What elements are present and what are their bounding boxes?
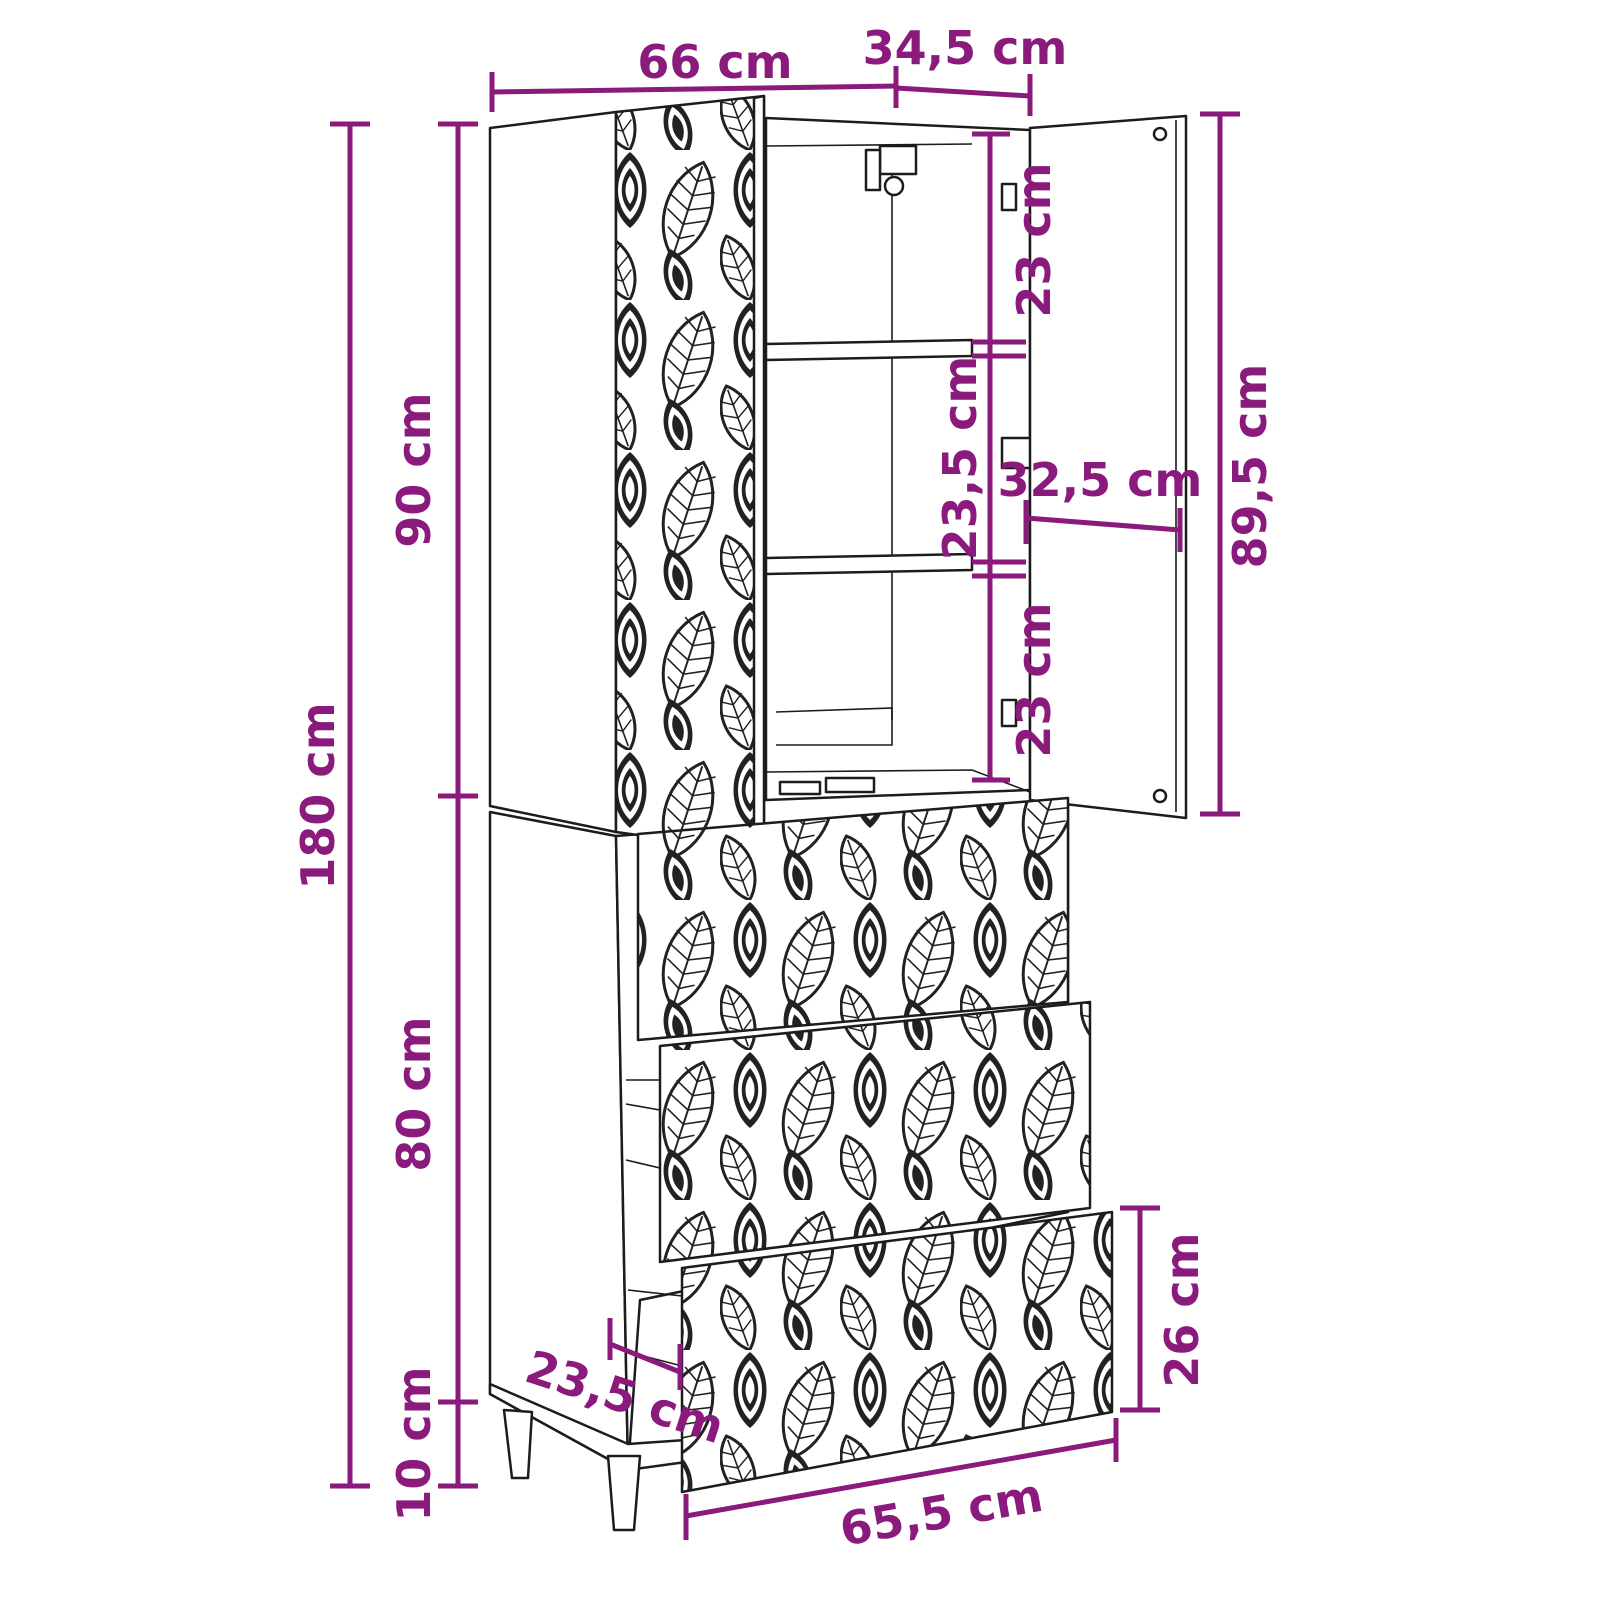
drawer-middle <box>658 1000 1092 1264</box>
label-total-width: 66 cm <box>637 35 792 89</box>
label-drawer-height: 26 cm <box>1155 1232 1209 1387</box>
label-total-height: 180 cm <box>291 702 345 889</box>
label-shelf-top: 23 cm <box>1007 162 1061 317</box>
door-right-open <box>1028 114 1188 820</box>
label-leg-height: 10 cm <box>387 1366 441 1521</box>
leg-front <box>606 1454 642 1532</box>
shelf-pin-icon <box>778 780 822 796</box>
label-door-height: 89,5 cm <box>1223 364 1277 569</box>
label-shelf-middle: 23,5 cm <box>933 356 987 561</box>
left-side-panel-upper <box>488 110 618 834</box>
label-door-width: 32,5 cm <box>998 453 1203 507</box>
hinge-icon <box>864 144 918 197</box>
label-lower-height: 80 cm <box>387 1016 441 1171</box>
label-front-width: 65,5 cm <box>836 1468 1047 1557</box>
drawer-bottom <box>680 1210 1114 1494</box>
door-left-leaf <box>614 94 766 854</box>
dimension-lines <box>330 66 1240 1540</box>
leg-back <box>502 1408 534 1480</box>
label-shelf-bottom: 23 cm <box>1007 602 1061 757</box>
shelf-middle <box>764 552 974 576</box>
label-depth: 34,5 cm <box>863 21 1068 75</box>
label-upper-height: 90 cm <box>387 392 441 547</box>
drawer-top <box>636 796 1070 1042</box>
